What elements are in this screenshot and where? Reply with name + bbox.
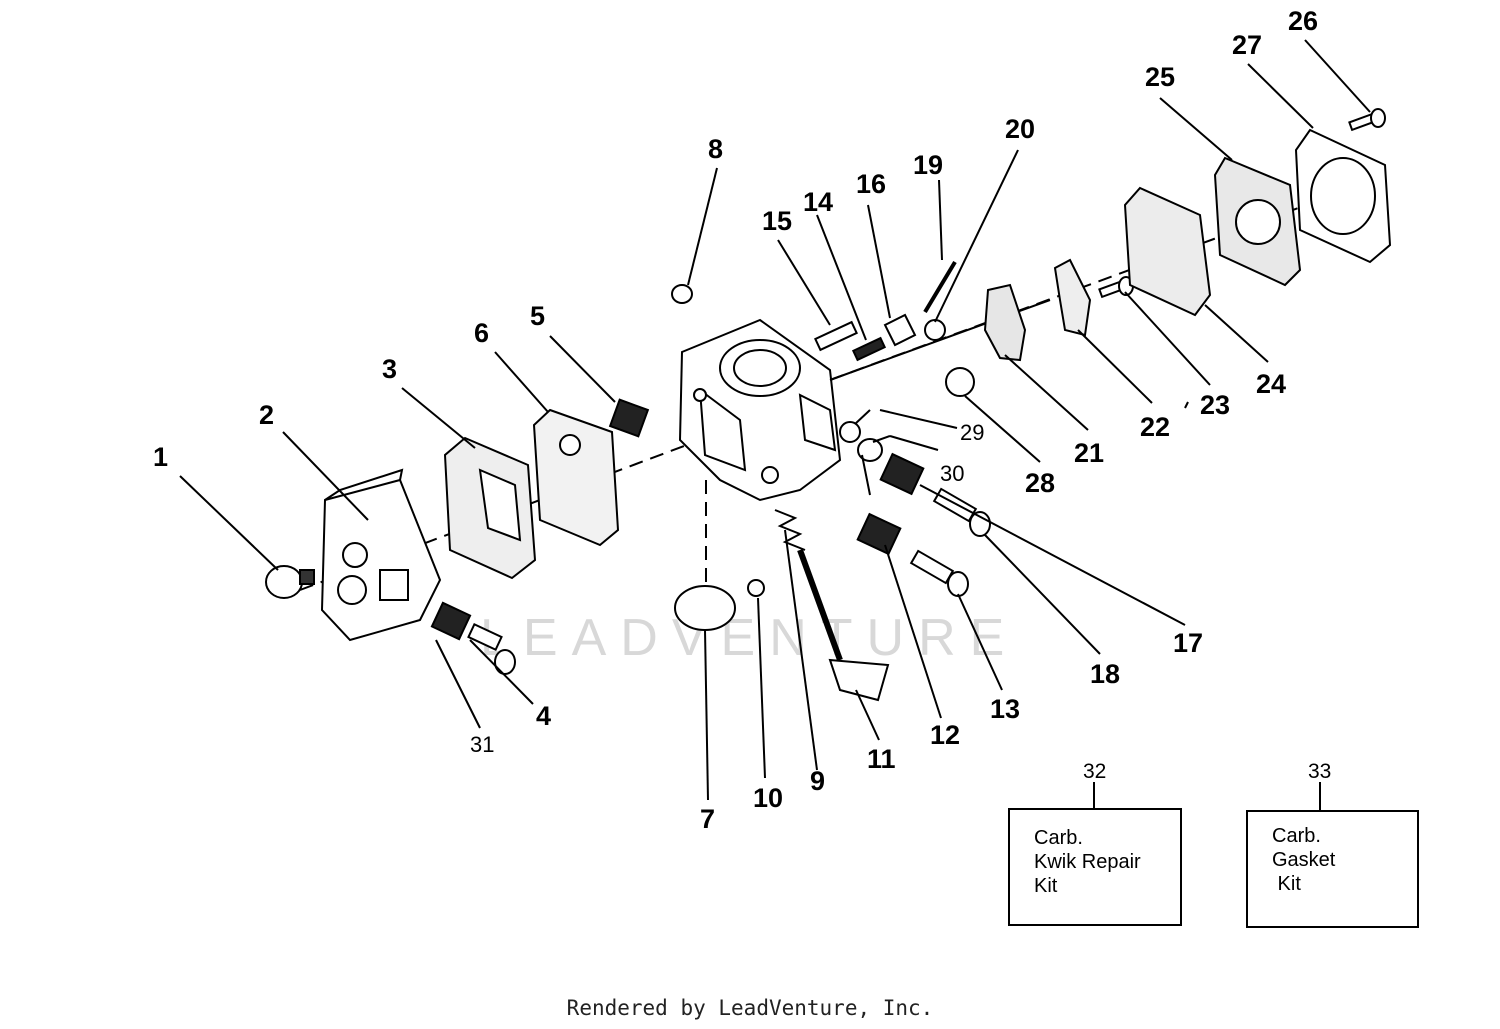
kit-line: Gasket (1272, 849, 1336, 871)
part-gasket-3 (443, 436, 537, 580)
part-washer-30 (857, 438, 883, 462)
callout-13: 13 (990, 694, 1020, 724)
part-pin-19 (923, 260, 957, 314)
part-spring-9 (774, 509, 806, 551)
callout-14: 14 (803, 187, 833, 217)
part-screw-13 (909, 549, 969, 597)
part-screw-20 (924, 319, 946, 341)
callout-26: 26 (1288, 6, 1318, 36)
callout-18: 18 (1090, 659, 1120, 689)
callout-9: 9 (810, 766, 825, 796)
part-spring-12 (856, 512, 902, 556)
part-diaphragm-6 (532, 408, 620, 547)
part-washer-29 (839, 421, 861, 443)
callout-12: 12 (930, 720, 960, 750)
callout-21: 21 (1074, 438, 1104, 468)
callout-28: 28 (1025, 468, 1055, 498)
kit-box-gasket: Carb. Gasket Kit (1246, 810, 1419, 928)
part-screw-1 (265, 565, 315, 599)
kit-line: Kit (1034, 875, 1058, 897)
part-disc-7 (674, 585, 736, 631)
kit-box-kwik-repair: Carb. Kwik Repair Kit (1008, 808, 1182, 926)
part-plate-21 (983, 283, 1027, 362)
part-lever-16 (883, 313, 917, 347)
part-plate-22 (1053, 258, 1092, 337)
callout-27: 27 (1232, 30, 1262, 60)
part-pump-cover-2 (320, 468, 442, 642)
callout-6: 6 (474, 318, 489, 348)
kit-line: Carb. (1034, 827, 1083, 849)
part-spring-5 (608, 398, 650, 438)
part-carburetor-body (678, 318, 842, 502)
part-plug-28 (945, 367, 975, 397)
kit-line: Kit (1272, 873, 1301, 895)
leader-lines (179, 39, 1371, 801)
callout-25: 25 (1145, 62, 1175, 92)
callout-7: 7 (700, 804, 715, 834)
part-spring-14 (851, 336, 887, 362)
callout-1: 1 (153, 442, 168, 472)
kit-number-33: 33 (1308, 760, 1332, 783)
kit-line: Kwik Repair (1034, 851, 1141, 873)
part-spring-17 (879, 452, 925, 496)
part-cover-27 (1294, 128, 1392, 264)
kit-connectors (1093, 782, 1321, 812)
part-screw-4 (467, 622, 516, 675)
callout-16: 16 (856, 169, 886, 199)
part-spring-31 (430, 601, 472, 641)
footer-credit: Rendered by LeadVenture, Inc. (566, 996, 934, 1020)
callout-24: 24 (1256, 369, 1286, 399)
callout-23: 23 (1200, 390, 1230, 420)
callout-29: 29 (960, 420, 984, 445)
part-screw-26 (1348, 108, 1386, 132)
callout-8: 8 (708, 134, 723, 164)
watermark: LEADVENTURE (480, 609, 1019, 667)
callout-2: 2 (259, 400, 274, 430)
callout-20: 20 (1005, 114, 1035, 144)
callout-5: 5 (530, 301, 545, 331)
callout-30: 30 (940, 461, 964, 486)
kit-number-32: 32 (1083, 760, 1107, 783)
part-gasket-24 (1123, 186, 1212, 317)
kit-line: Carb. (1272, 825, 1321, 847)
callout-4: 4 (536, 701, 551, 731)
callout-11: 11 (867, 744, 896, 774)
callout-3: 3 (382, 354, 397, 384)
callout-19: 19 (913, 150, 943, 180)
part-nut-8 (671, 284, 693, 304)
part-diaphragm-25 (1213, 156, 1302, 287)
callout-22: 22 (1140, 412, 1170, 442)
part-lever-11 (797, 548, 890, 702)
callout-31: 31 (470, 732, 494, 757)
callout-10: 10 (753, 783, 783, 813)
part-screw-10 (747, 579, 765, 597)
callout-15: 15 (762, 206, 792, 236)
callout-17: 17 (1173, 628, 1203, 658)
callout-numbers: 1 2 3 4 5 6 7 8 9 10 11 12 13 14 15 16 1… (153, 6, 1318, 834)
part-needle-15 (814, 320, 858, 352)
